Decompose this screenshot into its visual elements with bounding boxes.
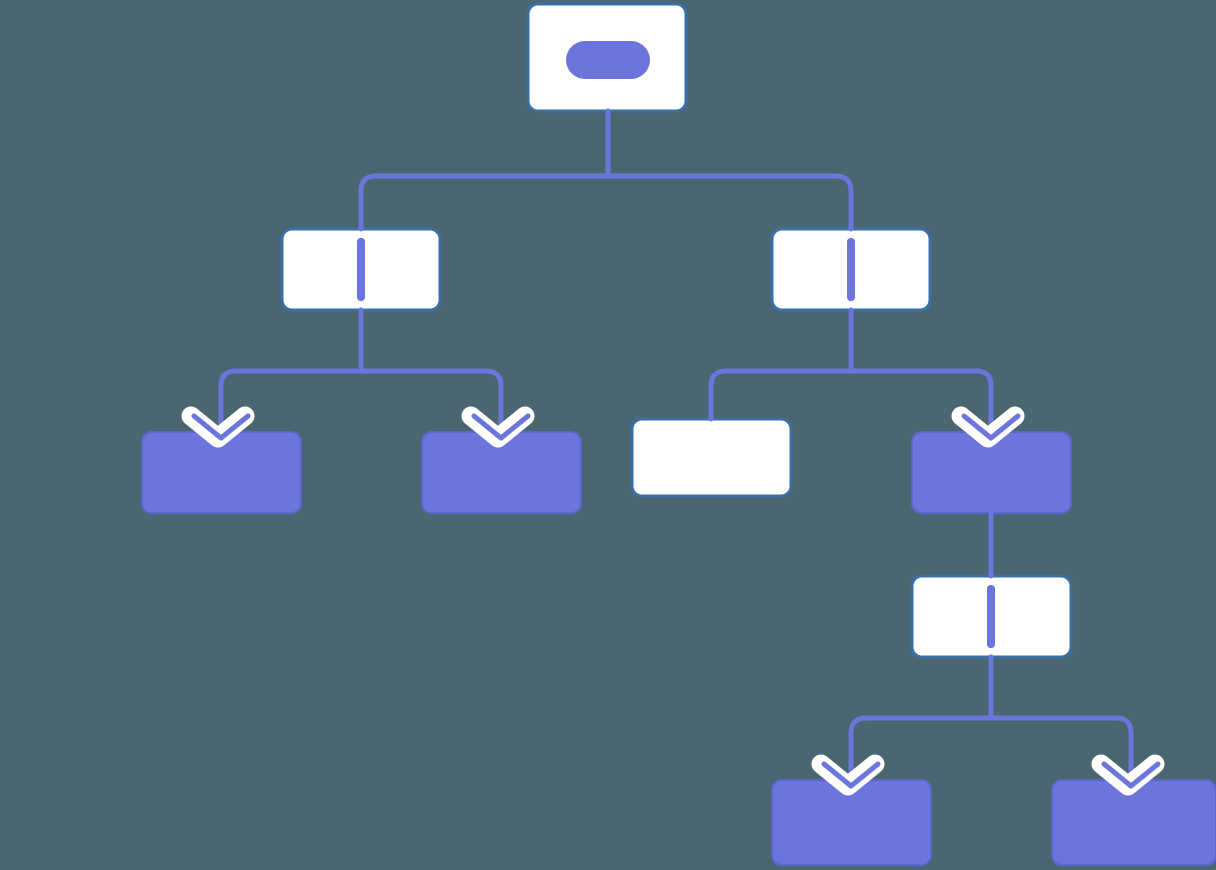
edge-bar-over-level3-mid [987,585,995,648]
edge-level3-to-leaf-b[interactable] [988,654,1134,783]
edge-level1-left-to-leaf-a-arrowhead [191,413,251,441]
edge-root-to-level1-left[interactable] [358,108,611,232]
edge-bar-over-level1-right [847,238,855,301]
root-node-placeholder-pill [566,41,650,79]
nodes-layer [141,2,1216,866]
edge-bar-over-level1-left [357,238,365,301]
edge-level1-right-to-empty[interactable] [708,307,854,422]
edges-layer [181,108,1165,796]
edge-level1-left-to-leaf-a[interactable] [218,307,364,435]
edge-level1-left-to-leaf-b-arrowhead [471,413,531,441]
edge-level3-to-leaf-a[interactable] [848,654,994,783]
placeholders-layer [357,41,995,648]
edge-level1-right-to-empty-halo [711,310,851,419]
edge-level1-left-to-leaf-b[interactable] [358,307,504,435]
edge-root-to-level1-left-halo [361,111,608,229]
edge-level3-to-leaf-a-arrowhead [821,761,881,789]
edge-root-to-level1-right-halo [608,111,851,229]
edge-level3-to-leaf-b-arrowhead [1101,761,1161,789]
level2-empty-node[interactable] [630,417,793,498]
edge-level1-right-to-branch-arrowhead [961,413,1021,441]
edge-level1-right-to-branch[interactable] [848,307,994,435]
edge-root-to-level1-right[interactable] [605,108,854,232]
